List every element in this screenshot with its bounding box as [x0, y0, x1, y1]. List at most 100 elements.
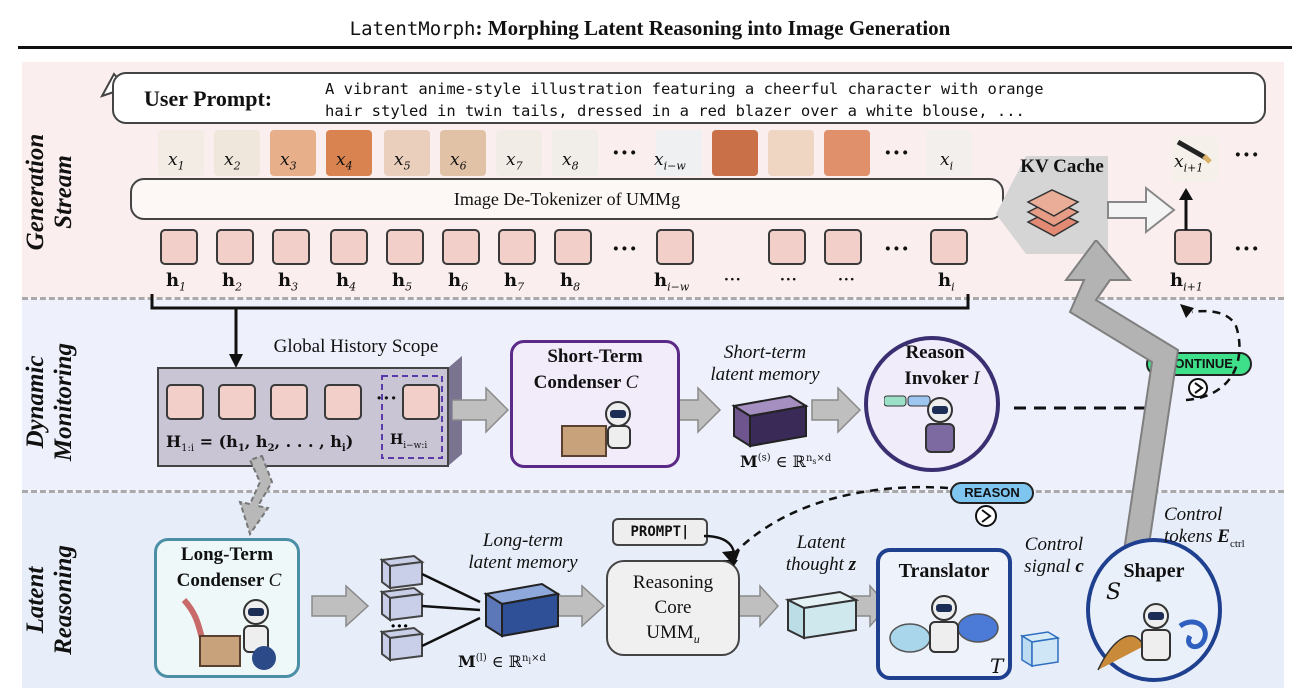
page-title: LatentMorph: Morphing Latent Reasoning i…: [349, 16, 951, 40]
global-history-label: Global History Scope: [273, 336, 439, 357]
hidden-tile: [160, 229, 198, 265]
history-tile: [166, 384, 204, 420]
image-tile: [712, 130, 758, 176]
shaper-symbol: S: [1106, 580, 1122, 605]
up-arrow: [1179, 188, 1193, 230]
h-label: hi−w: [654, 270, 690, 294]
reason-invoker-title2: Invoker I: [904, 368, 980, 389]
image-tile: [270, 130, 316, 176]
translator-symbol: T: [990, 654, 1004, 678]
short-term-condenser-title2: Condenser C: [533, 372, 639, 393]
ellipsis-x: ···: [612, 140, 638, 166]
prompt-box: [112, 72, 1266, 124]
divider-1: [22, 297, 1284, 300]
robot-invoker-icon: [884, 395, 955, 453]
long-term-memory-cube: [483, 582, 561, 638]
h-label: h3: [278, 270, 299, 294]
history-tile: [218, 384, 256, 420]
h-label: h2: [222, 270, 243, 294]
next-x-label: xi+1: [1174, 152, 1204, 175]
robot-translator-icon: [889, 595, 999, 653]
short-term-condenser-title: Short-Term: [547, 346, 643, 367]
x-label: xi: [940, 150, 954, 173]
ellipsis-h-small: ···: [780, 272, 798, 288]
x-label: x5: [394, 150, 411, 173]
image-tile: [552, 130, 598, 176]
ellipsis-x-2: ···: [884, 140, 910, 166]
short-term-memory-cube: [731, 394, 809, 448]
title-rule: [18, 46, 1292, 49]
pencil-icon: [1176, 139, 1212, 164]
robot-shaper-icon: [1097, 603, 1208, 671]
image-tile: [656, 130, 702, 176]
hidden-tile: [768, 229, 806, 265]
long-term-memory-math: M(l) ∈ ℝnl×d: [458, 652, 546, 671]
history-down-arrow: [229, 314, 243, 368]
history-tile: [324, 384, 362, 420]
long-term-condenser-title2: Condenser C: [176, 570, 282, 591]
hidden-tile: [656, 229, 694, 265]
prompt-label: User Prompt:: [144, 86, 273, 111]
h-label: hi: [938, 270, 955, 294]
latent-thought-cube: [784, 590, 860, 640]
hidden-tile: [824, 229, 862, 265]
reason-path: [722, 485, 997, 566]
x-label: x1: [168, 150, 185, 173]
hidden-tile: [216, 229, 254, 265]
history-tile: [270, 384, 308, 420]
reason-badge: REASON: [950, 482, 1034, 504]
hidden-tile: [330, 229, 368, 265]
long-term-condenser-title: Long-Term: [180, 544, 274, 565]
next-hidden-label: hi+1: [1170, 270, 1203, 294]
continue-path: [1180, 304, 1241, 402]
ellipsis-history: ···: [376, 388, 398, 409]
hidden-tile: [272, 229, 310, 265]
prompt-text: A vibrant anime-style illustration featu…: [325, 80, 1044, 120]
hidden-tile: [386, 229, 424, 265]
image-tile: [768, 130, 814, 176]
hidden-tile: [442, 229, 480, 265]
ellipsis-h: ···: [612, 236, 638, 262]
H-full-label: H1:i = (h1, h2, . . . , hi): [166, 432, 354, 455]
robot-longweaver-icon: [181, 597, 276, 670]
short-term-memory-math: M(s) ∈ ℝns×d: [740, 452, 832, 471]
h-label: h5: [392, 270, 413, 294]
hidden-tile: [498, 229, 536, 265]
image-tile: [214, 130, 260, 176]
reason-invoker-title: Reason: [905, 342, 965, 363]
ellipsis-h-next: ···: [1234, 236, 1260, 262]
x-label: x2: [224, 150, 241, 173]
kv-cache-graphic: [996, 156, 1176, 254]
h-label: h8: [560, 270, 581, 294]
image-tile: [326, 130, 372, 176]
prompt-tag: PROMPT|: [612, 518, 708, 546]
reasoning-core: [606, 560, 740, 656]
hidden-tile: [554, 229, 592, 265]
shaper-title: Shaper: [1123, 560, 1185, 582]
ellipsis-x-next: ···: [1234, 142, 1260, 168]
x-label: x6: [450, 150, 467, 173]
h-label: h4: [336, 270, 357, 294]
history-to-long-arrow: [238, 454, 274, 536]
image-tile: [496, 130, 542, 176]
robot-weaver-icon: [561, 401, 631, 457]
x-label: x3: [280, 150, 297, 173]
hidden-tile: [930, 229, 968, 265]
control-signal-cube: [1019, 631, 1061, 668]
h-label: h6: [448, 270, 469, 294]
memory-blocks: ···: [379, 554, 481, 662]
x-label: x7: [506, 150, 523, 173]
x-label: xi−w: [654, 150, 686, 173]
divider-2: [22, 490, 1284, 493]
h-label: h1: [166, 270, 187, 294]
image-tile: [384, 130, 430, 176]
translator-title: Translator: [898, 560, 990, 582]
svg-text:···: ···: [390, 616, 409, 637]
h-label: h7: [504, 270, 525, 294]
ellipsis-h-2: ···: [884, 236, 910, 262]
